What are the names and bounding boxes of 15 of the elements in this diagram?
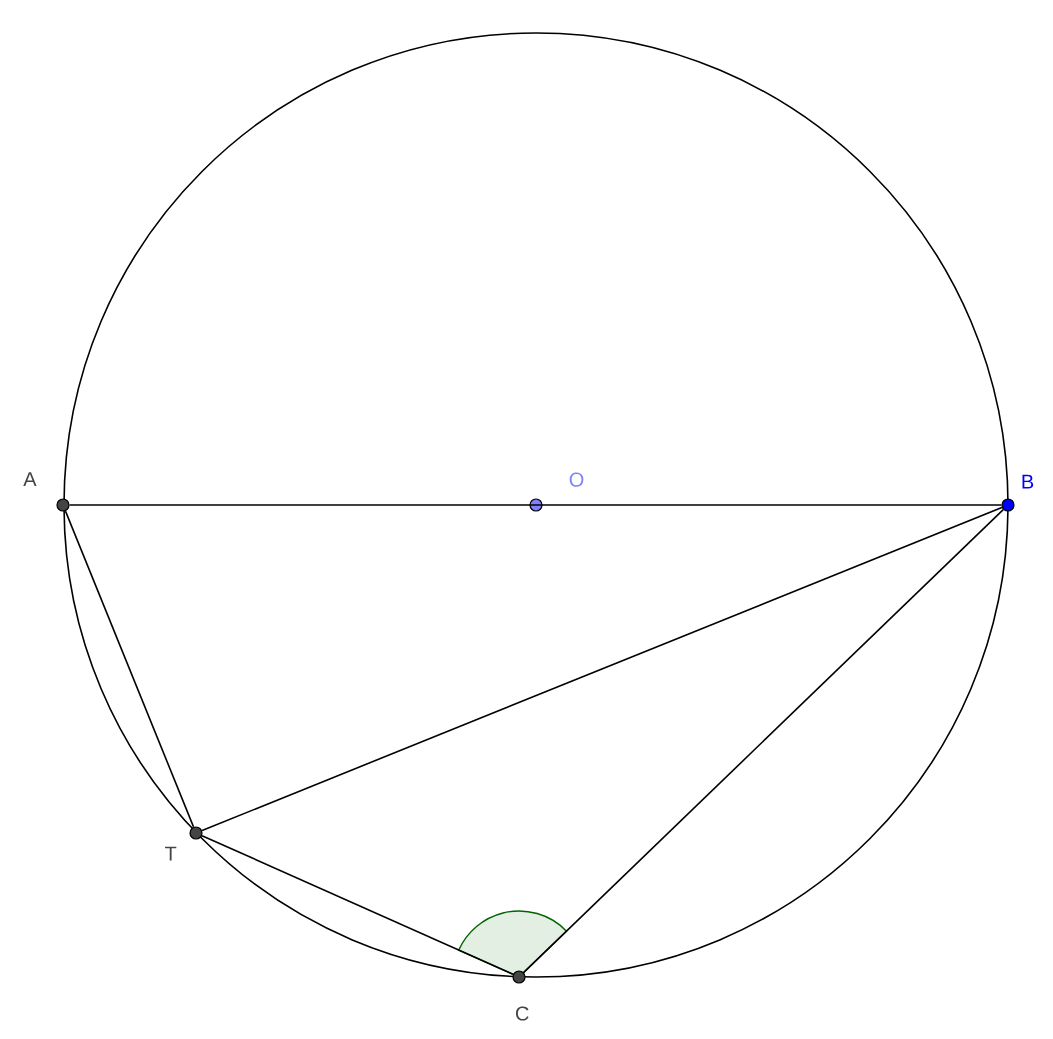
point: C <box>512 970 529 1021</box>
point: A <box>23 472 70 512</box>
node-label: T <box>165 846 177 861</box>
line-segment <box>64 510 195 828</box>
point: O <box>529 472 584 512</box>
point: B <box>1001 474 1034 512</box>
line-segment <box>522 508 1005 974</box>
node-label: B <box>1022 474 1034 489</box>
line-segment <box>201 506 1003 832</box>
node-label: A <box>23 472 37 487</box>
line-segment <box>68 504 1003 506</box>
node-label: O <box>569 472 584 487</box>
line-segment <box>201 834 514 976</box>
node-label: C <box>516 1006 529 1021</box>
point: T <box>165 826 203 861</box>
